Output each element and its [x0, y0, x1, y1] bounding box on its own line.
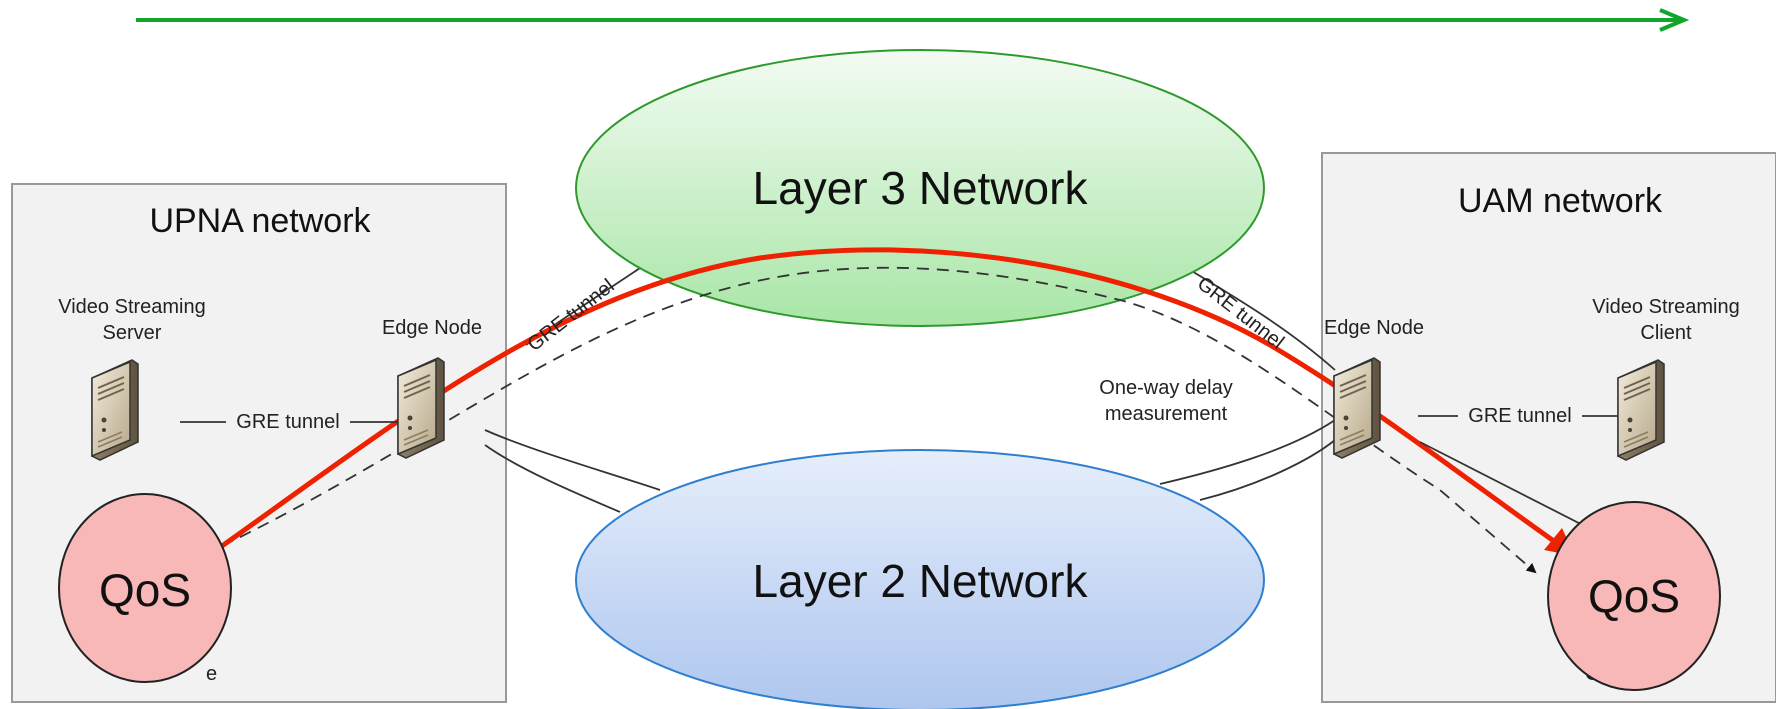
one-way-delay-label-2: measurement — [1105, 403, 1228, 425]
server-icon — [91, 359, 139, 461]
qos-left — [58, 493, 232, 683]
edge-node-icon — [1333, 357, 1381, 459]
gre-tunnel-diag-left-label: GRE tunnel — [524, 275, 619, 356]
edge-node-icon — [397, 357, 445, 459]
edge-node-left-label: Edge Node — [382, 317, 482, 339]
qos-right — [1547, 501, 1721, 691]
delay-measurement-path — [221, 266, 1537, 574]
uam-network-label: UAM network — [1458, 182, 1663, 220]
l2-link-left-upper — [484, 429, 661, 491]
qos-left-label: QoS — [99, 564, 191, 616]
l2-link-right-upper — [1159, 419, 1336, 485]
layer3-label: Layer 3 Network — [753, 162, 1089, 214]
l2-link-left-lower — [484, 444, 621, 513]
l3-link-right — [1189, 269, 1336, 371]
layer3-network — [575, 49, 1265, 327]
upna-network-label: UPNA network — [149, 202, 371, 240]
video-client-label-2: Client — [1640, 322, 1692, 344]
l2-link-right-lower — [1199, 439, 1336, 501]
qos-path — [220, 247, 1577, 559]
video-server-label-2: Server — [103, 322, 162, 344]
video-server-label-1: Video Streaming — [58, 296, 206, 318]
video-client-label-1: Video Streaming — [1592, 296, 1740, 318]
timeline-arrow-head — [1659, 8, 1690, 32]
layer2-label: Layer 2 Network — [753, 555, 1089, 607]
peek-label-left: e — [206, 663, 217, 685]
gre-tunnel-right-label: GRE tunnel — [1468, 405, 1571, 427]
qos-right-label: QoS — [1588, 570, 1680, 622]
edge-node-right-label: Edge Node — [1324, 317, 1424, 339]
gre-tunnel-left-label: GRE tunnel — [236, 411, 339, 433]
server-icon — [1617, 359, 1665, 461]
layer2-network — [575, 449, 1265, 709]
one-way-delay-label-1: One-way delay — [1099, 377, 1232, 399]
